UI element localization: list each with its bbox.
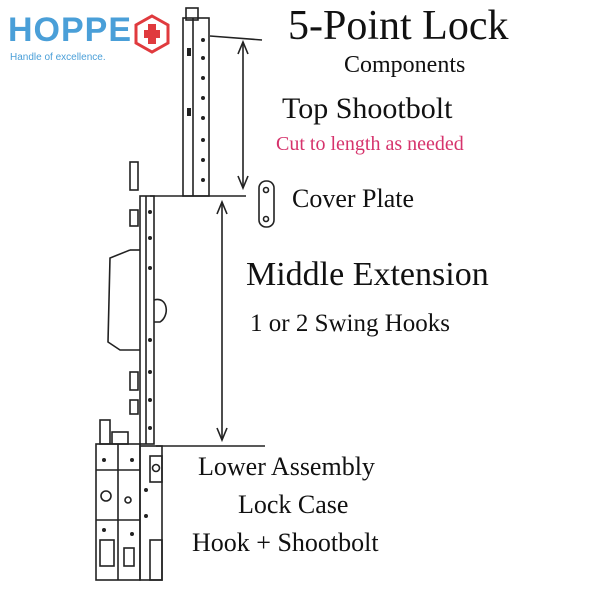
middle-extension-part	[107, 161, 167, 445]
cut-to-length-note: Cut to length as needed	[276, 133, 464, 155]
brand-tagline: Handle of excellence.	[10, 52, 106, 63]
lower-assembly-label: Lower Assembly	[198, 452, 375, 481]
cover-plate-label: Cover Plate	[292, 184, 415, 213]
diagram-subtitle: Components	[344, 52, 466, 78]
middle-extension-dimension	[156, 199, 265, 447]
hoppe-hexagon-logo-icon	[134, 14, 170, 54]
lock-case-label: Lock Case	[238, 490, 349, 519]
diagram-title: 5-Point Lock	[288, 3, 509, 49]
swing-hooks-label: 1 or 2 Swing Hooks	[250, 310, 451, 337]
hook-shootbolt-label: Hook + Shootbolt	[192, 528, 379, 557]
top-shootbolt-label: Top Shootbolt	[282, 92, 453, 125]
top-shootbolt-part	[182, 7, 210, 197]
cover-plate-part	[258, 180, 275, 228]
middle-extension-label: Middle Extension	[246, 256, 489, 293]
brand-logo-text: HOPPE	[8, 11, 133, 49]
lower-assembly-part	[95, 419, 163, 581]
top-shootbolt-dimension	[150, 35, 263, 197]
